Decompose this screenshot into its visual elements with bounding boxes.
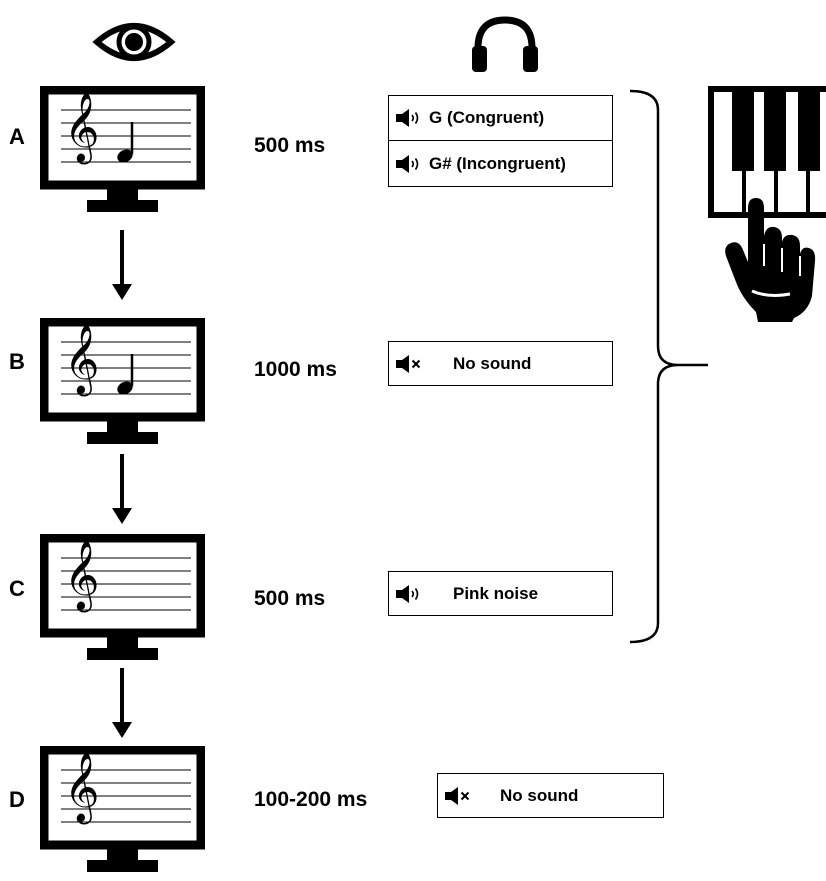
headphones-icon (472, 16, 538, 72)
stage-label-c: C (9, 576, 25, 601)
monitor-c: 𝄞 (40, 534, 205, 664)
arrow-down (112, 454, 132, 524)
speaker-muted-icon (395, 354, 423, 374)
duration-b: 1000 ms (254, 358, 337, 381)
curly-bracket (629, 89, 708, 644)
sound-option-incongruent: G# (Incongruent) (429, 153, 566, 173)
treble-clef-icon: 𝄞 (64, 752, 100, 822)
monitor-a: 𝄞 (40, 86, 205, 216)
sound-box-b: No sound (388, 341, 613, 386)
speaker-on-icon (395, 108, 423, 128)
treble-clef-icon: 𝄞 (64, 92, 100, 162)
stage-label-d: D (9, 787, 25, 812)
quarter-note-icon (117, 122, 134, 163)
duration-d: 100-200 ms (254, 788, 368, 811)
arrow-down (112, 230, 132, 300)
sound-option-none: No sound (453, 353, 532, 373)
monitor-b: 𝄞 (40, 318, 205, 448)
monitor-d: 𝄞 (40, 746, 205, 876)
quarter-note-icon (117, 354, 134, 395)
sound-option-congruent: G (Congruent) (429, 108, 545, 127)
stage-label-b: B (9, 349, 25, 374)
sound-box-c: Pink noise (388, 571, 613, 616)
sound-box-d: No sound (437, 773, 664, 818)
treble-clef-icon: 𝄞 (64, 324, 100, 394)
arrow-down (112, 668, 132, 738)
treble-clef-icon: 𝄞 (64, 540, 100, 610)
speaker-on-icon (395, 154, 423, 174)
stage-label-a: A (9, 124, 25, 149)
eye-icon (92, 23, 176, 61)
speaker-muted-icon (444, 786, 472, 806)
piano-keyboard-hand-icon (708, 86, 826, 322)
speaker-on-icon (395, 584, 423, 604)
sound-option-none: No sound (500, 785, 579, 805)
duration-c: 500 ms (254, 587, 326, 610)
duration-a: 500 ms (254, 134, 326, 157)
sound-box-a: G (Congruent) G# (Incongruent) (388, 95, 613, 187)
sound-option-pink-noise: Pink noise (453, 583, 539, 603)
